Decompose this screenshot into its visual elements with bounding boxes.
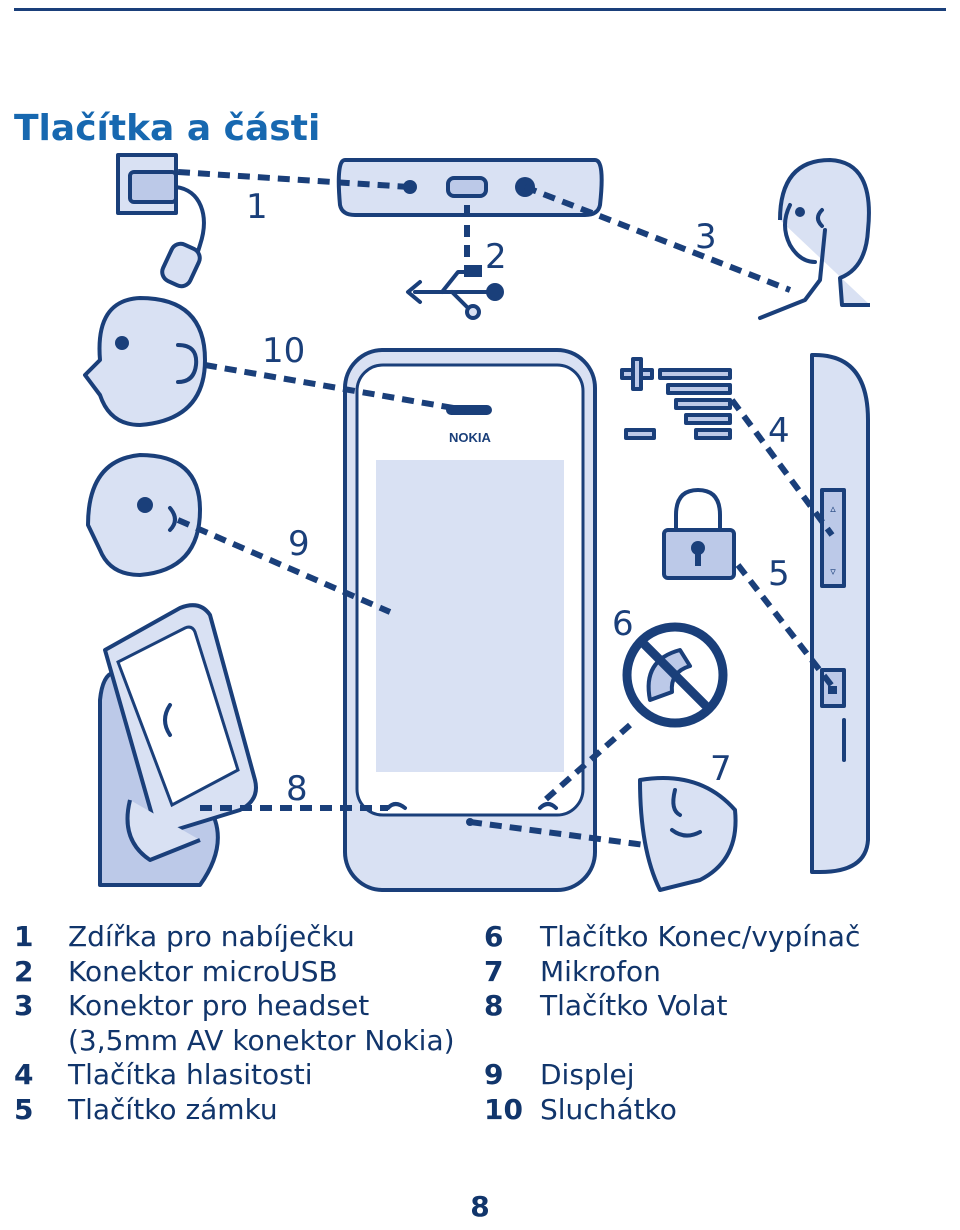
- phone-side-view: ▵ ▿: [810, 353, 870, 874]
- callout-6: 6: [612, 604, 634, 644]
- legend-item: 7 Mikrofon: [484, 955, 954, 990]
- legend-text: Tlačítko zámku: [68, 1092, 278, 1126]
- headset-user-icon: [758, 158, 871, 320]
- legend-item: 3 Konektor pro headset: [14, 989, 474, 1024]
- callout-lines: [176, 169, 835, 848]
- callout-8: 8: [286, 769, 308, 809]
- lock-icon: [662, 488, 736, 580]
- legend-text: Sluchátko: [540, 1092, 677, 1126]
- phone-brand-logo: NOKIA: [449, 430, 492, 445]
- legend-number: 1: [14, 920, 34, 953]
- callout-4: 4: [768, 411, 790, 451]
- legend-item: 2 Konektor microUSB: [14, 955, 474, 990]
- face-profile-icon: [86, 453, 202, 577]
- phone-front: NOKIA: [343, 348, 597, 892]
- svg-text:▵: ▵: [830, 502, 836, 515]
- end-call-icon: [622, 622, 728, 728]
- legend-text: Konektor microUSB: [68, 954, 338, 988]
- legend-text: (3,5mm AV konektor Nokia): [68, 1023, 455, 1057]
- callout-2: 2: [485, 237, 507, 277]
- callout-1: 1: [246, 187, 268, 227]
- legend-left-column: 1 Zdířka pro nabíječku 2 Konektor microU…: [14, 920, 474, 1128]
- legend-item: 9 Displej: [484, 1058, 954, 1093]
- callout-numbers: 1 2 3 4 5 6 7 8 9 10: [246, 187, 790, 809]
- legend-item: [484, 1024, 954, 1059]
- legend-text: Tlačítka hlasitosti: [68, 1058, 313, 1092]
- ear-face-icon: [83, 296, 207, 427]
- legend-number: 8: [484, 989, 504, 1023]
- callout-5: 5: [768, 554, 790, 594]
- page-title: Tlačítka a části: [14, 108, 321, 149]
- legend-text: Tlačítko Volat: [540, 989, 728, 1023]
- hand-holding-phone-icon: [98, 603, 258, 887]
- legend-number: 4: [14, 1058, 34, 1092]
- legend-item: 1 Zdířka pro nabíječku: [14, 920, 474, 955]
- legend-item: 6 Tlačítko Konec/vypínač: [484, 920, 954, 955]
- legend-number: 10: [484, 1092, 523, 1126]
- legend-item: 8 Tlačítko Volat: [484, 989, 954, 1024]
- legend-number: 2: [14, 954, 34, 988]
- volume-icon: [620, 357, 732, 440]
- callout-3: 3: [695, 217, 717, 257]
- legend-text: Tlačítko Konec/vypínač: [540, 920, 861, 953]
- legend-number: 5: [14, 1092, 34, 1126]
- legend-number: 7: [484, 954, 504, 988]
- legend-number: 3: [14, 989, 34, 1023]
- page-number: 8: [470, 1190, 490, 1223]
- charger-icon: [116, 153, 206, 289]
- usb-icon: [406, 265, 504, 320]
- legend-text: Displej: [540, 1058, 635, 1092]
- legend-item: 4 Tlačítka hlasitosti: [14, 1058, 474, 1093]
- callout-7: 7: [710, 749, 732, 789]
- phone-parts-illustration: .ol{stroke:#1a3f7a;stroke-width:4;fill:n…: [83, 153, 871, 892]
- mouth-chin-icon: [638, 776, 738, 892]
- legend-text: Konektor pro headset: [68, 989, 370, 1023]
- top-rule: [14, 8, 946, 11]
- legend-number: 6: [484, 920, 504, 953]
- legend-item: (3,5mm AV konektor Nokia): [14, 1024, 474, 1059]
- legend-text: Zdířka pro nabíječku: [68, 920, 355, 953]
- callout-10: 10: [262, 331, 305, 371]
- legend-number: 9: [484, 1058, 504, 1092]
- svg-text:▿: ▿: [830, 565, 836, 578]
- legend-item: 5 Tlačítko zámku: [14, 1093, 474, 1128]
- legend-item: 10 Sluchátko: [484, 1093, 954, 1128]
- legend-right-column: 6 Tlačítko Konec/vypínač 7 Mikrofon 8 Tl…: [484, 920, 954, 1128]
- legend-text: Mikrofon: [540, 954, 661, 988]
- callout-9: 9: [288, 524, 310, 564]
